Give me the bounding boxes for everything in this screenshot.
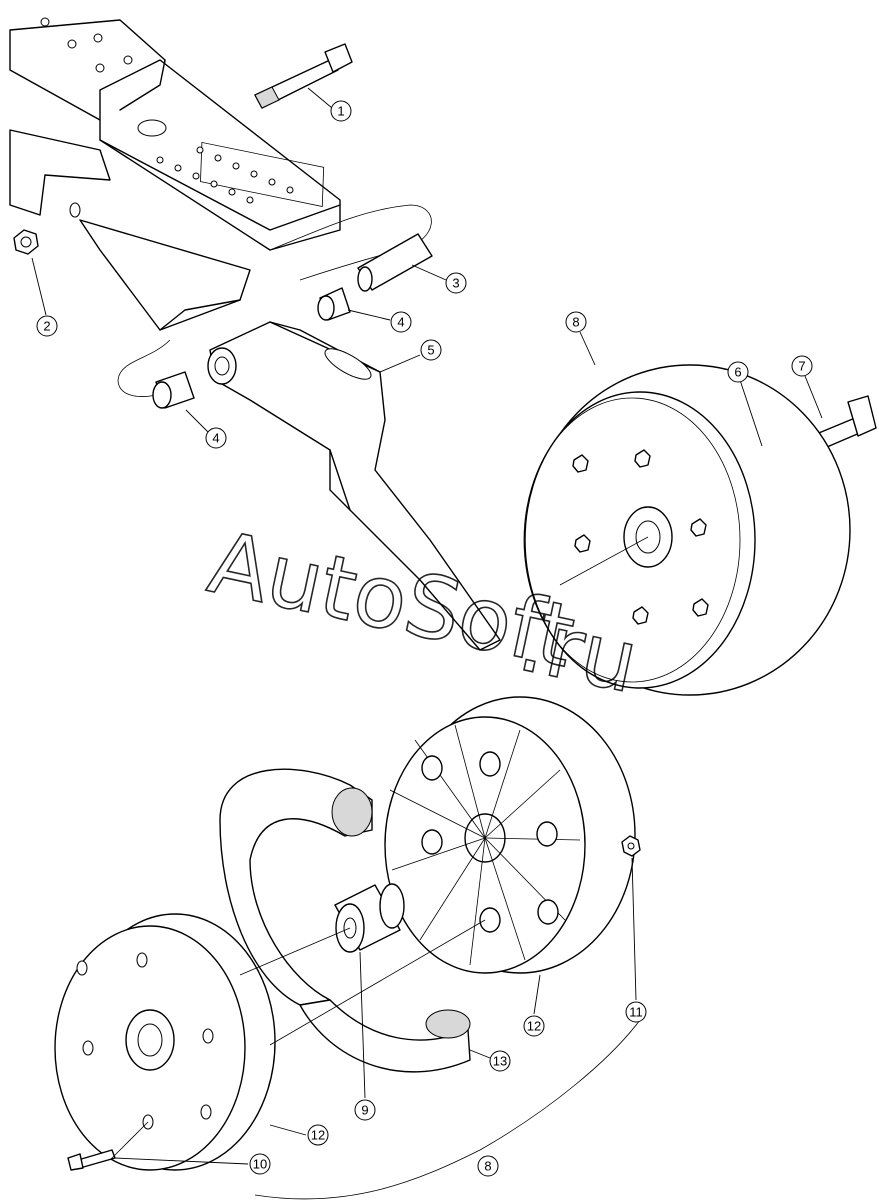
callout-4-lower: 4 [185, 409, 227, 449]
callout-1: 1 [307, 87, 352, 122]
tire-segment-13-lower [299, 999, 471, 1073]
svg-text:10: 10 [253, 1157, 267, 1172]
nut-11 [621, 835, 641, 857]
pin-3 [357, 233, 433, 292]
svg-text:3: 3 [452, 276, 459, 291]
svg-text:8: 8 [572, 315, 579, 330]
svg-text:12: 12 [527, 1019, 541, 1034]
assembly-centerlines [109, 919, 641, 1200]
callout-6: 6 [727, 361, 763, 447]
svg-text:.ru: .ru [511, 591, 646, 713]
svg-text:13: 13 [493, 1054, 507, 1069]
callout-4-upper: 4 [347, 309, 412, 333]
svg-text:5: 5 [427, 343, 434, 358]
svg-text:1: 1 [337, 104, 344, 119]
callout-11: 11 [625, 857, 647, 1023]
bolt-1 [254, 43, 353, 109]
arm-5 [207, 321, 501, 651]
callout-12-left: 12 [269, 1124, 329, 1146]
callout-7: 7 [791, 355, 823, 419]
callout-5: 5 [379, 339, 442, 373]
svg-text:12: 12 [311, 1128, 325, 1143]
callout-9: 9 [354, 951, 376, 1121]
svg-text:2: 2 [43, 319, 50, 334]
bolt-10 [67, 1149, 116, 1171]
callout-12-right: 12 [523, 974, 545, 1037]
svg-text:11: 11 [629, 1005, 643, 1020]
hub-9 [334, 883, 405, 953]
bushing-4-upper [317, 287, 351, 321]
wheel-half-12-left [54, 913, 276, 1171]
callout-8-lower: 8 [477, 1155, 499, 1177]
nut-2 [13, 229, 39, 255]
svg-text:9: 9 [361, 1103, 368, 1118]
adjustment-holes [156, 146, 294, 204]
callout-3: 3 [411, 264, 467, 294]
callout-8-upper: 8 [565, 311, 596, 366]
svg-text:8: 8 [484, 1159, 491, 1174]
svg-text:4: 4 [212, 431, 219, 446]
wheel-half-12-right [384, 696, 636, 974]
bushing-4-lower [152, 371, 195, 409]
tire-segment-13-upper [219, 768, 373, 1006]
callouts: 1 2 3 4 4 5 6 [31, 87, 823, 1177]
wheel-8-assembled [523, 364, 851, 696]
svg-text:7: 7 [798, 359, 805, 374]
spokes [389, 724, 581, 966]
svg-text:4: 4 [397, 315, 404, 330]
frame-beam [9, 17, 432, 397]
callout-2: 2 [31, 257, 58, 337]
callout-10: 10 [114, 1153, 271, 1175]
svg-text:6: 6 [734, 365, 741, 380]
callout-13: 13 [469, 1049, 511, 1072]
